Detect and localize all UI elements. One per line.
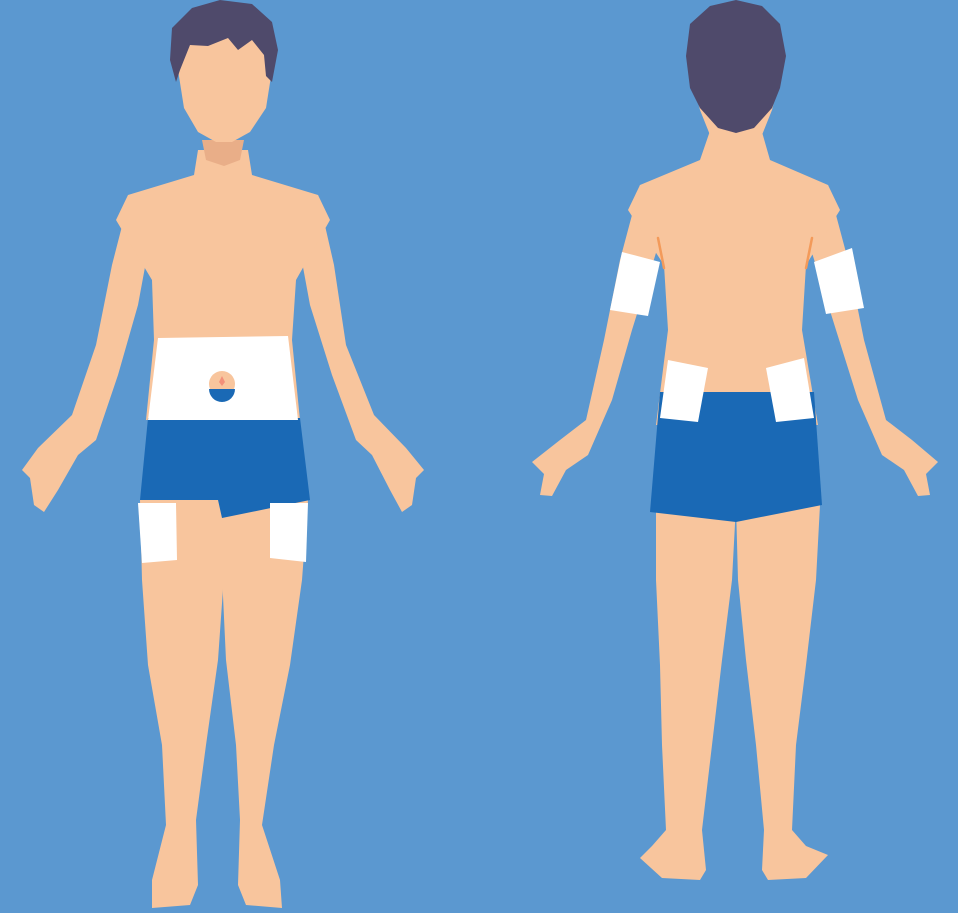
injection-site-left-thigh: [138, 503, 177, 563]
injection-site-right-thigh: [270, 503, 308, 562]
navel-icon: [209, 371, 235, 402]
